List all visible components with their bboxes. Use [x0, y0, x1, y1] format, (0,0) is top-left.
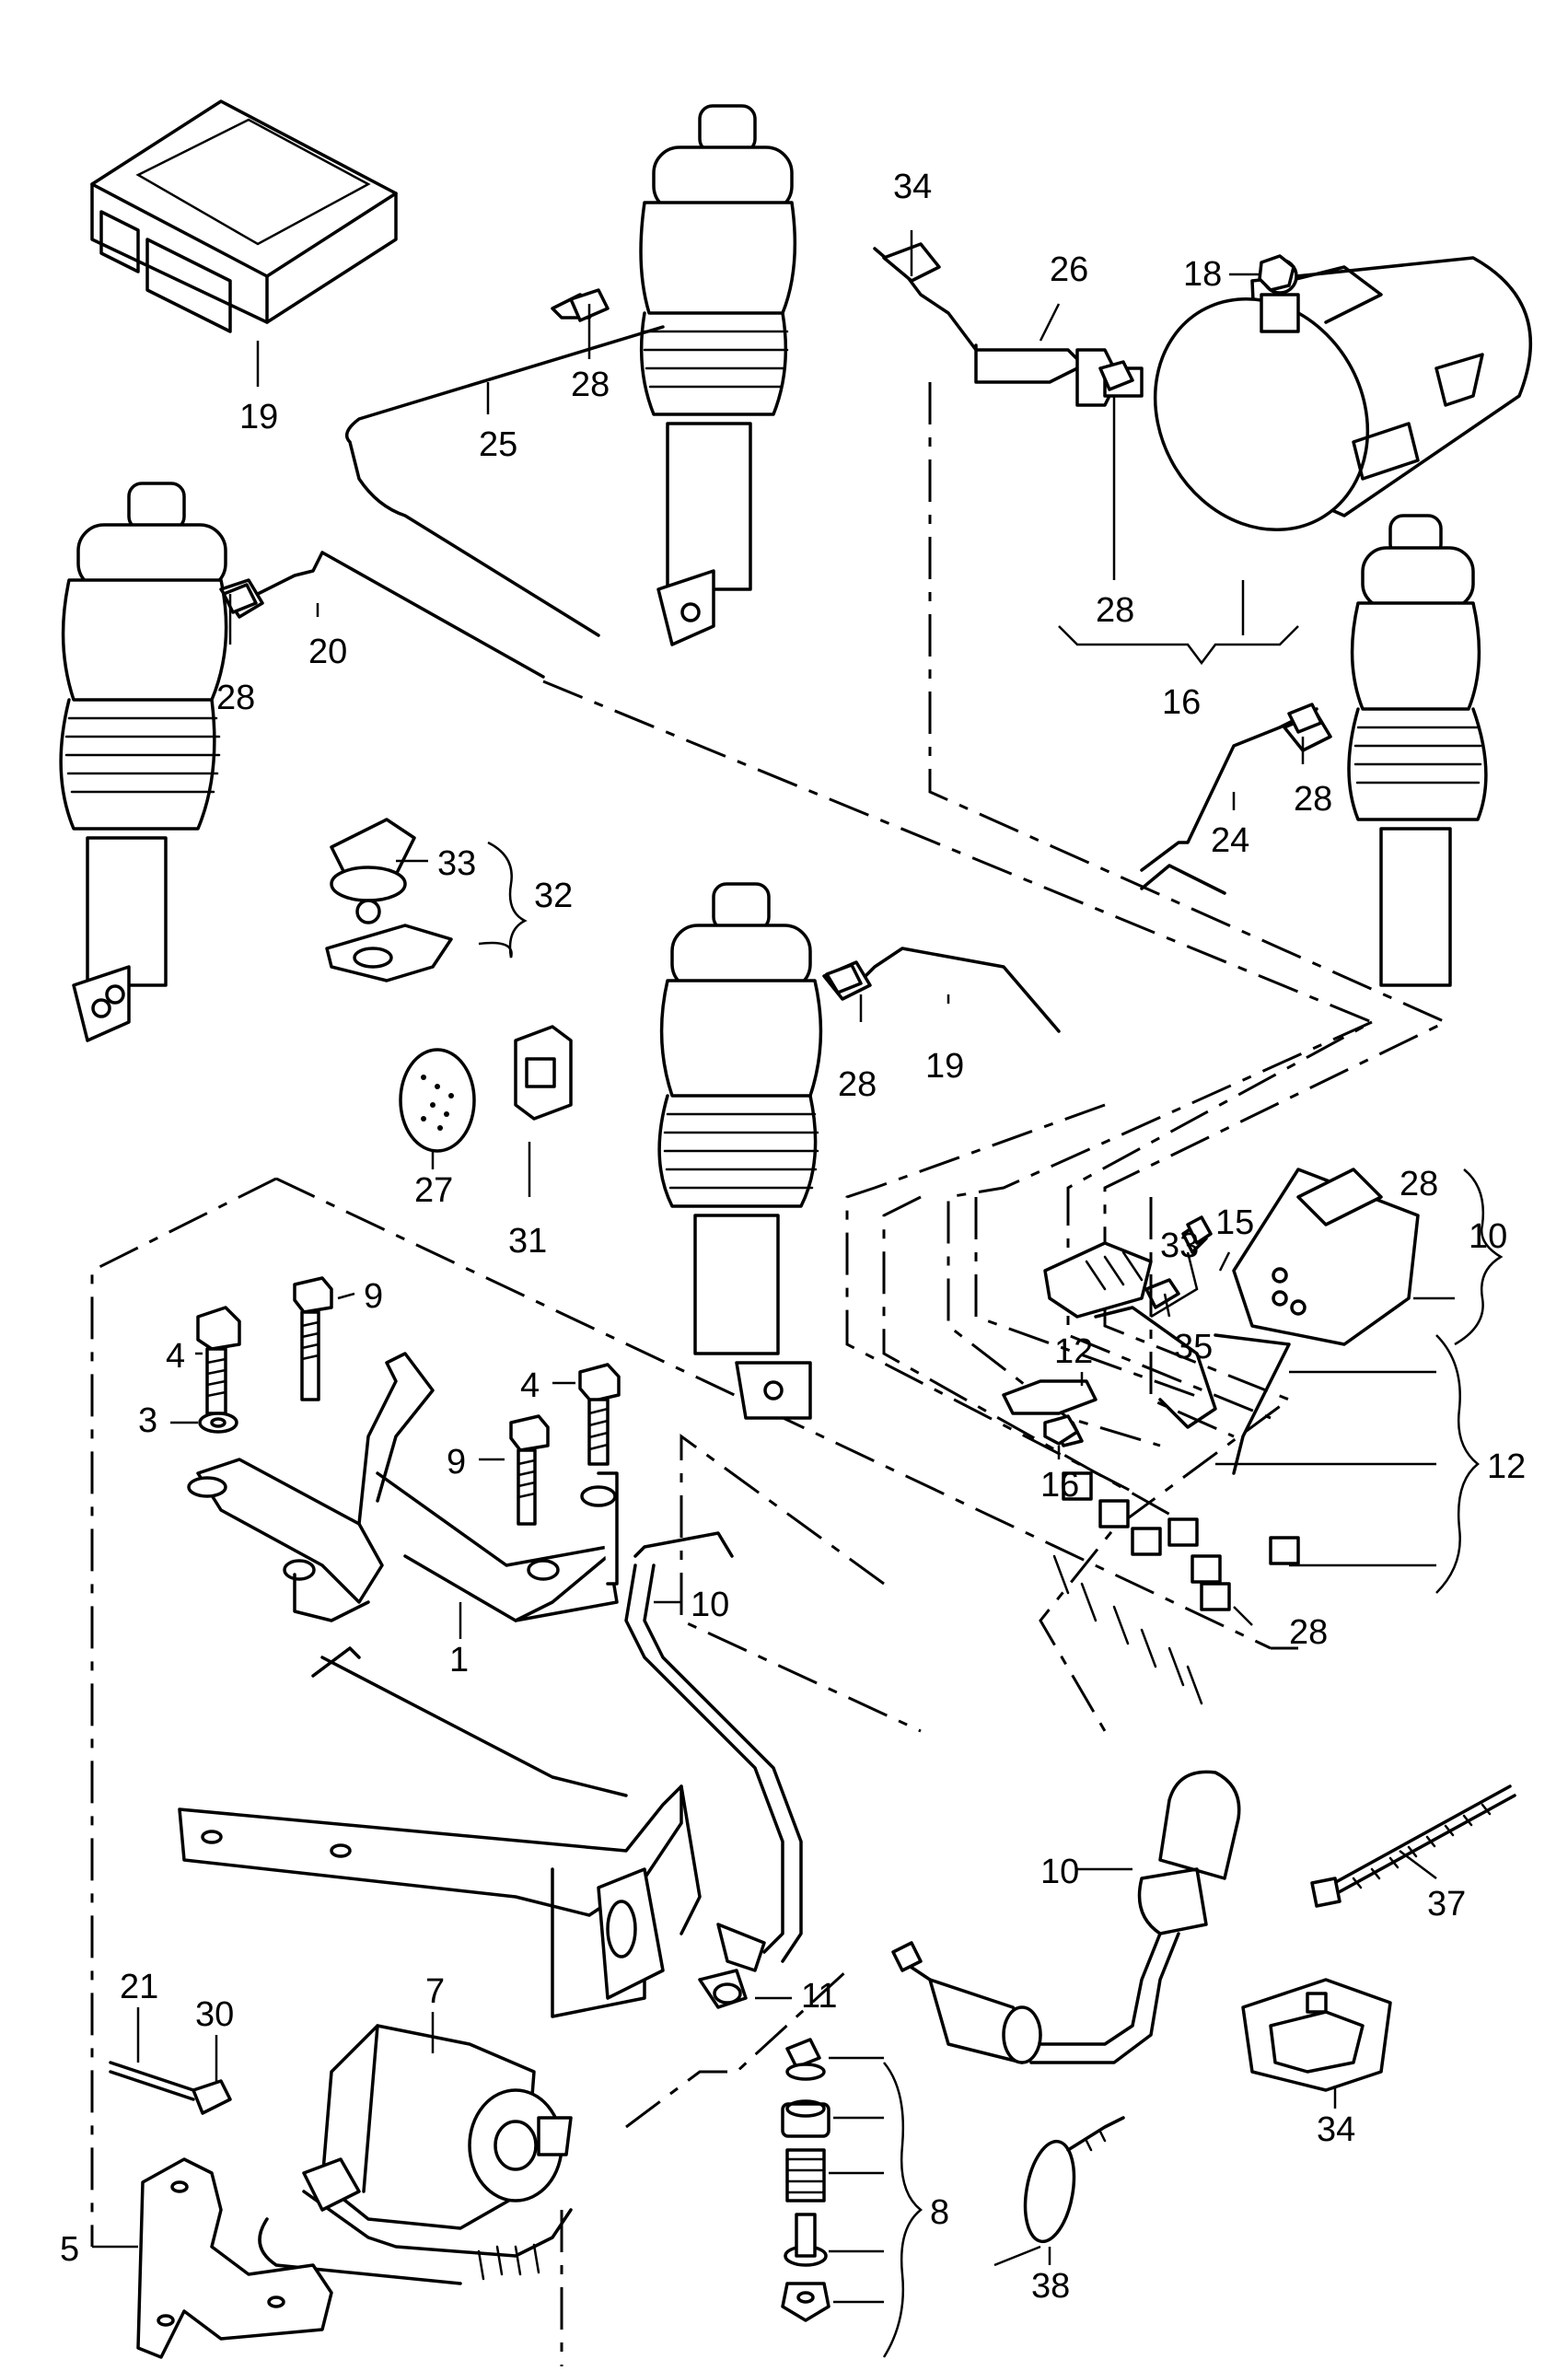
- nut-18-icon: [1258, 254, 1295, 292]
- callout-16: 16: [1040, 1466, 1079, 1505]
- callout-9-mid: 9: [447, 1443, 466, 1482]
- callout-11: 11: [801, 1977, 837, 2016]
- callout-31: 33: [1160, 1226, 1199, 1265]
- compressor-icon: [258, 2024, 573, 2285]
- compressor-bracket-icon: [178, 1352, 702, 2018]
- hose-clamp-icon: [1023, 2116, 1125, 2244]
- solenoid-valve-block-icon: [1002, 1223, 1300, 1705]
- hose-clip-icon: [698, 1969, 748, 2009]
- callout-28-valve: 28: [1289, 1613, 1328, 1652]
- nut-16-icon: [1043, 1414, 1079, 1446]
- callout-10-top: 10: [691, 1586, 729, 1624]
- plug-15-icon: [1186, 1215, 1213, 1245]
- air-strut-rear-right-icon: [1140, 514, 1488, 987]
- callout-3: 3: [138, 1401, 157, 1440]
- foam-pad-icon: [399, 1048, 476, 1153]
- callout-28-strut-left: 28: [216, 679, 255, 717]
- callout-36: 34: [893, 168, 932, 206]
- callout-19: 19: [239, 398, 278, 436]
- callout-28-strut-center: 28: [838, 1065, 877, 1104]
- air-strut-rear-left-icon: [59, 482, 545, 1042]
- callout-15: 15: [1215, 1203, 1254, 1242]
- callout-14: 12: [1487, 1447, 1526, 1486]
- callout-18: 18: [1183, 255, 1222, 294]
- callout-38: 38: [1031, 2267, 1070, 2306]
- callout-10-right: 10: [1040, 1853, 1079, 1891]
- callout-26: 26: [1050, 250, 1088, 289]
- callout-28-relay: 28: [1400, 1165, 1438, 1203]
- leader-lines: [92, 230, 1504, 2358]
- callout-8: 8: [930, 2193, 949, 2232]
- air-strut-front-right-icon: [657, 882, 1061, 1420]
- callout-4-right: 4: [520, 1366, 540, 1405]
- callout-20: 19: [925, 1047, 964, 1086]
- cable-tie-icon: [1310, 1784, 1516, 1908]
- bolt-4-right-icon: [578, 1363, 621, 1466]
- callout-7: 7: [425, 1972, 445, 2011]
- air-reservoir-icon: [1153, 256, 1532, 532]
- callout-33: 33: [437, 844, 476, 883]
- stud-bolt-icon: [109, 2061, 232, 2115]
- callout-32: 32: [534, 877, 573, 915]
- callout-21: 20: [308, 633, 347, 671]
- air-strut-front-left-icon: [344, 104, 797, 646]
- callout-37: 37: [1427, 1885, 1466, 1924]
- callout-30: 31: [508, 1222, 547, 1261]
- relay-block-icon: [1232, 1168, 1420, 1346]
- bracket-clip-icon: [325, 818, 453, 982]
- pressure-line-icon: [873, 242, 1144, 407]
- callout-5: 5: [60, 2230, 79, 2269]
- rubber-mount-kit-icon: [781, 2038, 830, 2322]
- holder-clip-icon: [1241, 1978, 1392, 2092]
- callout-34: 34: [1317, 2110, 1355, 2149]
- intake-filter-hose-icon: [891, 1770, 1241, 2064]
- callout-9-top: 9: [364, 1277, 383, 1316]
- callout-27: 27: [414, 1171, 453, 1210]
- union-28-center-icon: [825, 963, 863, 994]
- mounting-bracket-icon: [136, 2157, 333, 2359]
- callout-24: 24: [1211, 821, 1249, 860]
- callout-labels: 19 28 25 34 26 18 28 16 20 28 24 28 33 3…: [60, 168, 1526, 2306]
- bolt-9-top-icon: [293, 1276, 333, 1401]
- union-28-mid-icon: [1098, 360, 1134, 391]
- callout-12: 10: [1469, 1217, 1507, 1256]
- callout-35: 35: [1174, 1328, 1213, 1366]
- callout-17: 16: [1162, 683, 1201, 722]
- bolt-4-left-icon: [196, 1306, 241, 1415]
- bolt-9-mid-icon: [509, 1414, 550, 1526]
- control-unit-icon: [90, 99, 398, 333]
- callout-25: 25: [479, 425, 517, 464]
- callout-28-reservoir: 28: [1096, 591, 1134, 630]
- callout-28-stud: 30: [195, 1995, 234, 2034]
- retaining-clip-icon: [514, 1025, 573, 1121]
- compressor-air-hose-icon: [624, 1531, 803, 1972]
- callout-13: 12: [1054, 1332, 1093, 1371]
- callout-23: 21: [120, 1968, 158, 2006]
- callout-4-left: 4: [166, 1337, 185, 1376]
- callout-28-strut-top: 28: [571, 366, 610, 404]
- callout-28-strut-right: 28: [1294, 780, 1332, 819]
- callout-1: 1: [449, 1641, 469, 1679]
- union-28-right-icon: [1287, 703, 1323, 734]
- washer-icon: [198, 1412, 238, 1434]
